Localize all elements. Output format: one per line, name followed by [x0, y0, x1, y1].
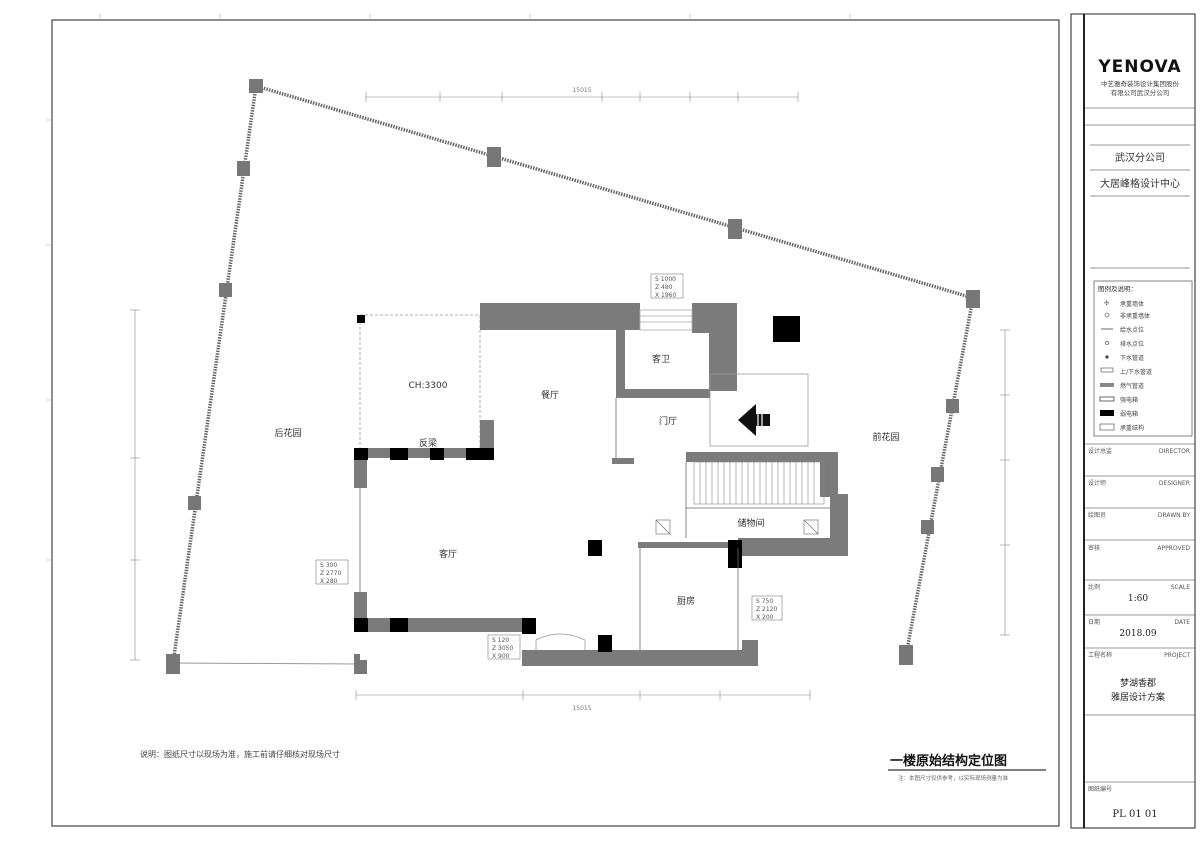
svg-text:排水点位: 排水点位	[1120, 340, 1144, 348]
title-block-fields: 设计总监 DIRECTOR 设计师 DESIGNER 绘图员 DRAWN BY …	[1088, 447, 1190, 659]
legend-symbols: ✣	[1099, 300, 1115, 431]
svg-text:X 200: X 200	[756, 614, 774, 621]
company-line-2: 有限公司武汉分公司	[1111, 88, 1170, 97]
svg-text:工程名称: 工程名称	[1088, 651, 1112, 659]
title-block	[1070, 13, 1196, 829]
scale-value: 1:60	[1128, 594, 1148, 604]
label-guest-bath: 客卫	[652, 353, 670, 365]
svg-text:承重墙体: 承重墙体	[1120, 300, 1144, 308]
svg-text:APPROVED: APPROVED	[1157, 545, 1190, 552]
svg-text:S 300: S 300	[320, 562, 337, 569]
drawing-title: 一楼原始结构定位图	[890, 753, 1007, 769]
svg-text:SCALE: SCALE	[1171, 584, 1190, 591]
label-beam: 反梁	[419, 437, 437, 449]
sheet-frame	[51, 19, 1060, 827]
window-tag-left: S 300 Z 2770 X 280	[315, 559, 349, 585]
window-tag-right: S 750 Z 2120 X 200	[751, 595, 783, 621]
svg-text:绘图员: 绘图员	[1088, 511, 1106, 519]
dimension-lines	[130, 92, 1010, 700]
drawing-no-label: 图纸编号	[1088, 785, 1112, 793]
svg-text:Z 2770: Z 2770	[320, 570, 341, 577]
entrance-arrow-icon	[738, 404, 770, 436]
window-tag-top: S 1000 Z 480 X 1960	[650, 273, 684, 299]
drawing-subnote: 注：本图尺寸仅供参考，以实际现场测量为准	[898, 774, 1009, 782]
svg-text:上/下水管道: 上/下水管道	[1120, 368, 1152, 376]
label-foyer: 门厅	[659, 415, 677, 427]
svg-text:比例: 比例	[1088, 583, 1100, 591]
company-logo: YENOVA	[1097, 57, 1181, 77]
drawing-number: PL 01 01	[1112, 809, 1157, 820]
svg-text:PROJECT: PROJECT	[1164, 652, 1190, 659]
svg-text:X 280: X 280	[320, 578, 338, 585]
structural-columns	[354, 315, 800, 652]
dim-top-total: 15015	[572, 87, 591, 94]
general-note: 说明：图纸尺寸以现场为准，施工前请仔细核对现场尺寸	[140, 749, 340, 759]
svg-text:DATE: DATE	[1174, 619, 1190, 626]
svg-text:S 1000: S 1000	[655, 276, 676, 283]
svg-text:给水点位: 给水点位	[1120, 326, 1144, 334]
label-kitchen: 厨房	[677, 595, 695, 607]
svg-text:日期: 日期	[1088, 618, 1100, 626]
svg-text:Z 3050: Z 3050	[492, 645, 513, 652]
legend-header: 图例及说明：	[1098, 284, 1137, 293]
project-name-1: 梦湖香郡	[1120, 678, 1156, 689]
frame-ticks	[46, 14, 851, 561]
svg-text:审核: 审核	[1088, 544, 1100, 552]
svg-text:DIRECTOR: DIRECTOR	[1159, 448, 1190, 455]
svg-text:Z 2120: Z 2120	[756, 606, 777, 613]
svg-text:下水管道: 下水管道	[1120, 354, 1144, 362]
date-value: 2018.09	[1119, 629, 1156, 639]
label-storage: 储物间	[737, 517, 764, 529]
stairs	[693, 461, 825, 505]
label-dining: 餐厅	[541, 389, 559, 401]
svg-text:燃气管道: 燃气管道	[1120, 382, 1144, 390]
company-line-1: 中艺雅奇装饰设计集团股份	[1101, 79, 1180, 88]
project-name-2: 雅居设计方案	[1111, 691, 1165, 703]
svg-text:非承重墙体: 非承重墙体	[1120, 312, 1150, 320]
svg-text:Z 480: Z 480	[655, 284, 673, 291]
label-living: 客厅	[439, 548, 457, 560]
svg-text:S 750: S 750	[756, 598, 773, 605]
branch-name: 武汉分公司	[1115, 151, 1165, 164]
svg-text:✣: ✣	[1104, 300, 1109, 307]
svg-text:DRAWN BY: DRAWN BY	[1158, 512, 1190, 519]
svg-text:DESIGNER: DESIGNER	[1159, 480, 1190, 487]
boundary-posts	[166, 79, 980, 674]
floor-plan	[354, 303, 850, 666]
svg-text:设计师: 设计师	[1088, 479, 1106, 487]
dim-bottom-total: 15015	[572, 705, 591, 712]
label-front-garden: 前花园	[872, 431, 899, 443]
svg-text:X 900: X 900	[492, 653, 510, 660]
label-back-garden: 后花园	[274, 427, 301, 439]
svg-text:弱电箱: 弱电箱	[1120, 410, 1138, 418]
window-tag-bottom: S 120 Z 3050 X 900	[487, 634, 521, 660]
design-center: 大居峰格设计中心	[1100, 177, 1180, 190]
svg-text:X 1960: X 1960	[655, 292, 676, 299]
svg-text:强电箱: 强电箱	[1120, 396, 1138, 404]
svg-text:S 120: S 120	[492, 637, 509, 644]
svg-text:承重结构: 承重结构	[1120, 424, 1144, 432]
label-ch: CH:3300	[409, 381, 448, 391]
legend: ✣ 承重墙体 非承重墙体 给水点位 排水点位 下水管道 上/下水管道 燃气管道 …	[1099, 300, 1152, 432]
svg-text:设计总监: 设计总监	[1088, 447, 1112, 455]
